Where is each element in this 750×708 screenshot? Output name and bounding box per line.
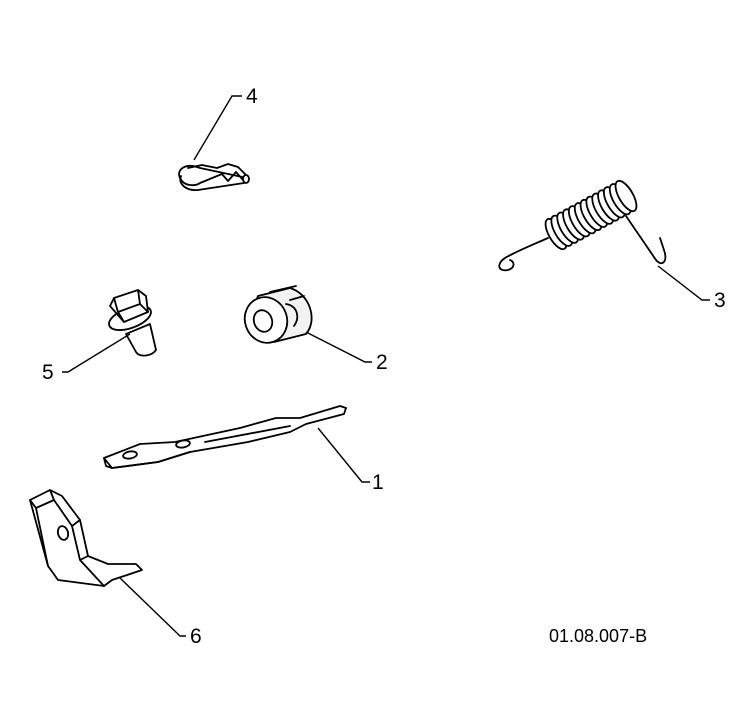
callout-4: 4	[246, 85, 258, 108]
leader-3	[657, 265, 710, 301]
link-bar-part	[103, 405, 347, 469]
callout-6: 6	[190, 625, 202, 648]
leader-4	[193, 95, 242, 161]
callout-2: 2	[376, 351, 388, 374]
hairpin-clip-part	[178, 163, 250, 191]
tension-spring-part	[498, 179, 667, 272]
bushing-part	[243, 285, 313, 344]
callout-1: 1	[372, 471, 384, 494]
spring-coil	[614, 179, 638, 213]
leader-2	[305, 331, 372, 363]
callout-3: 3	[714, 289, 726, 312]
leader-lines	[62, 95, 710, 637]
callout-5: 5	[42, 361, 54, 384]
leader-1	[317, 427, 370, 483]
leader-5	[62, 333, 131, 373]
leader-6	[119, 577, 186, 637]
reference-code: 01.08.007-B	[549, 626, 647, 646]
angle-bracket-part	[29, 489, 143, 587]
flange-bolt-part	[108, 289, 157, 357]
